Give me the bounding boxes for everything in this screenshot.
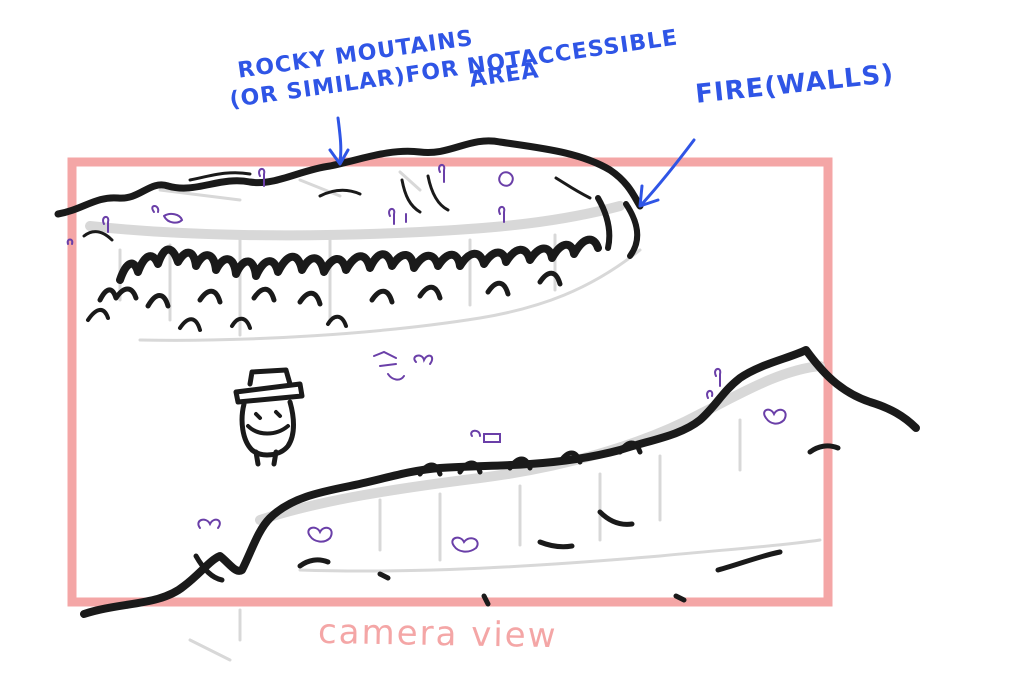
- rock-wall-icon: [54, 137, 644, 259]
- lower-rock-wall: [80, 346, 920, 618]
- fire-wall-icon: [86, 235, 602, 332]
- arrow-icon: [328, 116, 696, 208]
- player-character-icon: [233, 367, 305, 467]
- camera-view-frame: [67, 157, 833, 607]
- flower-icon: [66, 164, 787, 553]
- camera-view-label: camera view: [317, 611, 558, 657]
